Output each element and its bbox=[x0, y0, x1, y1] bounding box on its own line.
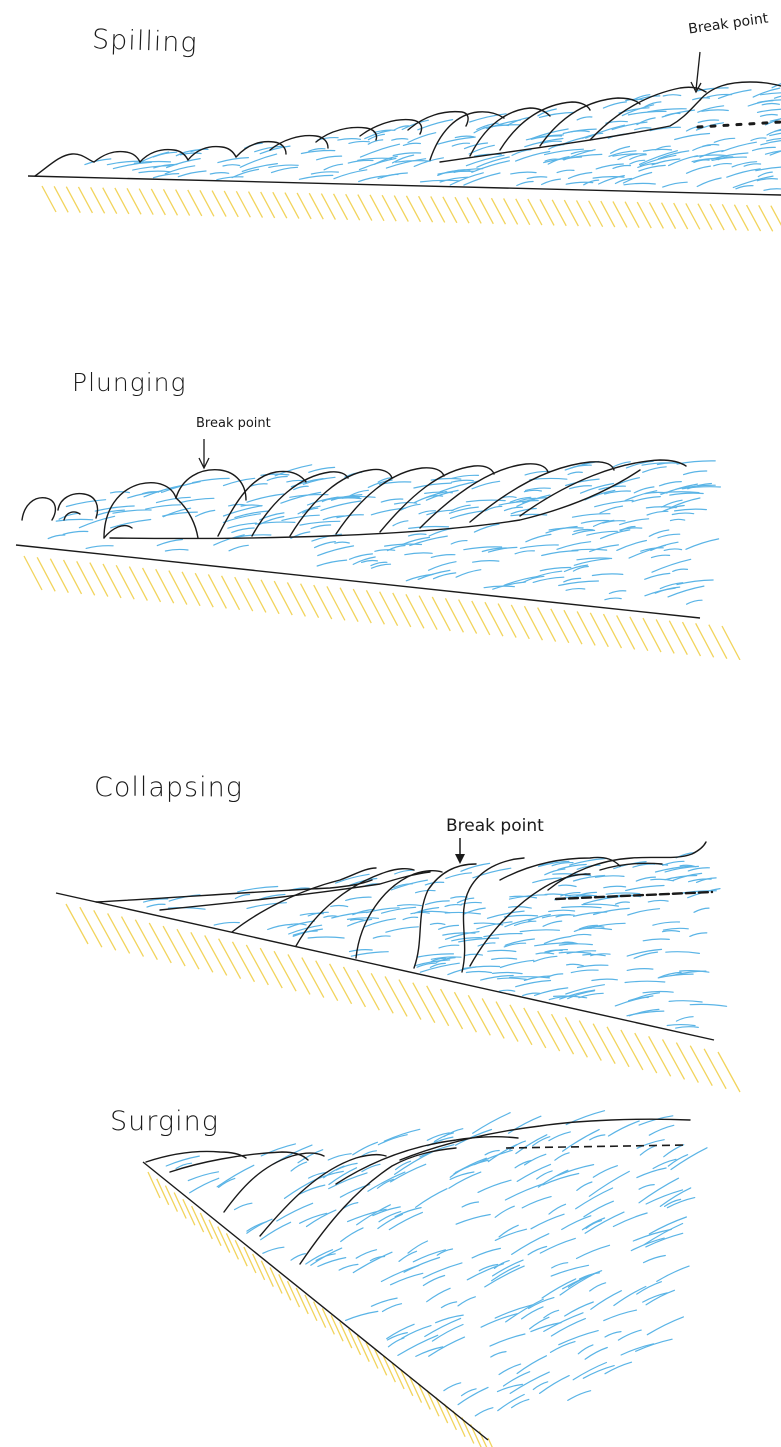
surging-diagram bbox=[0, 1100, 781, 1447]
spilling-diagram bbox=[0, 0, 781, 260]
seabed-line bbox=[56, 893, 714, 1040]
panel-spilling: Spilling Break point bbox=[0, 0, 781, 260]
sand-hatch bbox=[148, 1172, 500, 1447]
break-point-arrow bbox=[696, 52, 700, 90]
collapsing-diagram bbox=[0, 760, 781, 1100]
sand-hatch bbox=[24, 556, 740, 660]
wave-crests bbox=[96, 842, 706, 972]
seabed-line bbox=[143, 1162, 488, 1440]
panel-surging: Surging bbox=[0, 1100, 781, 1447]
wave-crests bbox=[22, 460, 686, 538]
wave-crests bbox=[146, 1119, 690, 1264]
water-strokes bbox=[85, 79, 781, 191]
panel-plunging: Plunging Break point bbox=[0, 360, 781, 660]
still-water-level bbox=[698, 122, 781, 127]
plunging-diagram bbox=[0, 360, 781, 660]
water-strokes bbox=[166, 1111, 707, 1416]
panel-collapsing: Collapsing Break point bbox=[0, 760, 781, 1100]
